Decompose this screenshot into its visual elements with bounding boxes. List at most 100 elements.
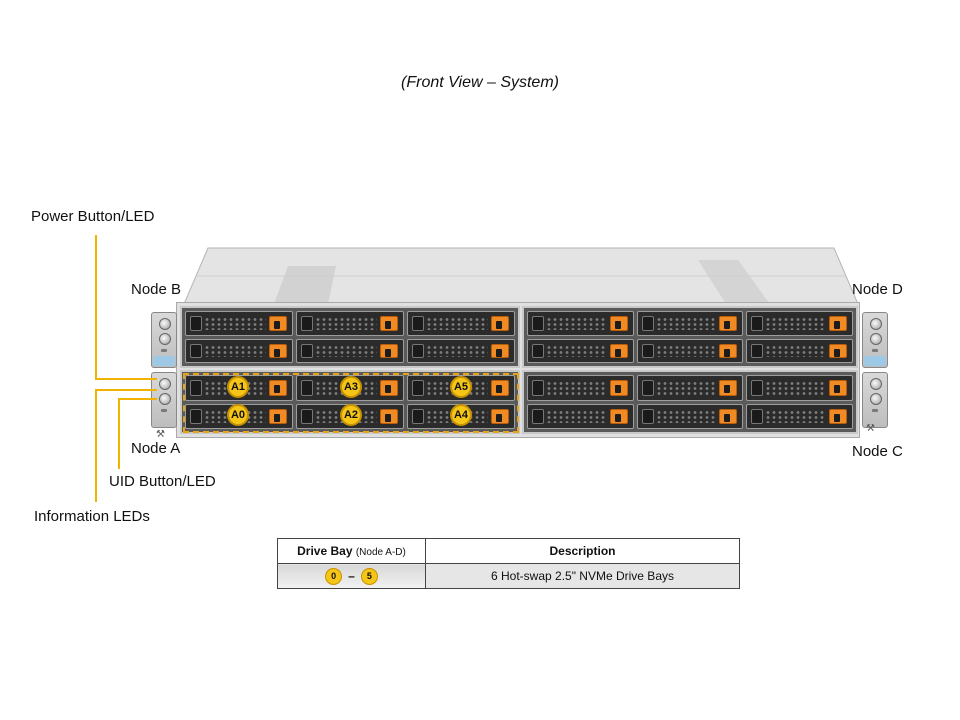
figure-caption: (Front View – System) [401, 74, 559, 91]
tray-grip [751, 408, 764, 424]
tray-latch[interactable] [491, 343, 509, 358]
power-button-node-d[interactable] [870, 318, 882, 330]
node-b-drive-cage [180, 306, 520, 368]
power-button-node-b[interactable] [159, 318, 171, 330]
tray-latch[interactable] [380, 343, 398, 358]
tray-latch[interactable] [719, 408, 738, 424]
tray-latch[interactable] [269, 380, 287, 396]
label-information-leds: Information LEDs [34, 508, 150, 525]
tray-grip [190, 343, 202, 358]
drive-bay-table: Drive Bay (Node A-D) Description 0–5 6 H… [277, 538, 740, 589]
tray-grip [301, 343, 313, 358]
tray-latch[interactable] [380, 408, 398, 424]
tray-latch[interactable] [609, 380, 628, 396]
node-c-drive-cage [522, 370, 858, 434]
drive-tray[interactable] [746, 311, 853, 336]
drive-tray[interactable] [185, 311, 293, 336]
drive-tray[interactable] [527, 403, 634, 429]
tray-vent [655, 317, 717, 330]
tray-grip [641, 408, 654, 424]
rack-ear-logo-right [864, 356, 886, 366]
bay-tag-a1: A1 [227, 376, 249, 398]
drive-tray[interactable] [746, 375, 853, 401]
tray-latch[interactable] [719, 343, 738, 358]
header-drive-bay-text: Drive Bay [297, 544, 353, 558]
tray-vent [765, 409, 826, 423]
tray-latch[interactable] [269, 408, 287, 424]
tray-latch[interactable] [719, 380, 738, 396]
header-drive-bay: Drive Bay (Node A-D) [277, 538, 426, 564]
drive-tray[interactable] [185, 338, 293, 363]
tray-latch[interactable] [609, 343, 628, 358]
drive-tray[interactable] [407, 311, 515, 336]
tray-latch[interactable] [491, 408, 509, 424]
tray-latch[interactable] [491, 316, 509, 331]
tray-vent [546, 381, 607, 395]
bay-range-separator: – [348, 569, 355, 583]
tray-vent [655, 344, 717, 357]
drive-tray[interactable] [636, 403, 744, 429]
tray-latch[interactable] [828, 380, 847, 396]
chassis-lid [178, 246, 864, 306]
uid-button-node-d[interactable] [870, 333, 882, 345]
tray-vent [426, 317, 488, 330]
table-header-row: Drive Bay (Node A-D) Description [277, 538, 740, 564]
power-button-node-c[interactable] [870, 378, 882, 390]
tray-grip [641, 380, 654, 396]
tray-latch[interactable] [609, 408, 628, 424]
tray-latch[interactable] [609, 316, 628, 331]
info-led-node-d [872, 349, 878, 352]
drive-tray[interactable] [296, 311, 404, 336]
tray-vent [546, 409, 607, 423]
drive-tray[interactable] [527, 338, 634, 363]
drive-tray[interactable] [636, 375, 744, 401]
label-node-d: Node D [852, 281, 903, 298]
drive-tray-a5[interactable] [407, 375, 515, 401]
drive-tray[interactable] [636, 311, 744, 336]
tray-latch[interactable] [269, 343, 287, 358]
drive-tray[interactable] [746, 403, 853, 429]
tray-vent [315, 344, 377, 357]
tray-latch[interactable] [828, 408, 847, 424]
tray-vent [655, 409, 717, 423]
tray-latch[interactable] [719, 316, 738, 331]
bay-tag-a3: A3 [340, 376, 362, 398]
tray-latch[interactable] [380, 316, 398, 331]
tray-vent [655, 381, 717, 395]
uid-button-node-c[interactable] [870, 393, 882, 405]
tray-latch[interactable] [269, 316, 287, 331]
label-node-a: Node A [131, 440, 181, 457]
tray-latch[interactable] [828, 343, 847, 358]
drive-tray[interactable] [746, 338, 853, 363]
power-button-node-a[interactable] [159, 378, 171, 390]
uid-button-node-a[interactable] [159, 393, 171, 405]
label-node-b: Node B [131, 281, 182, 298]
label-uid-button-led: UID Button/LED [109, 473, 216, 490]
tray-grip [751, 343, 764, 358]
drive-tray[interactable] [527, 311, 634, 336]
tray-vent [765, 317, 826, 330]
node-d-drive-cage [522, 306, 858, 368]
tray-grip [532, 380, 544, 396]
leader-uid [118, 399, 120, 469]
ground-icon-right: ⚒ [866, 423, 875, 434]
drive-tray[interactable] [636, 338, 744, 363]
tray-vent [315, 317, 377, 330]
tray-grip [190, 380, 202, 396]
drive-tray[interactable] [296, 338, 404, 363]
tray-grip [412, 343, 424, 358]
tray-grip [751, 380, 764, 396]
tray-latch[interactable] [491, 380, 509, 396]
tray-grip [532, 408, 544, 424]
node-a-highlight [183, 373, 519, 433]
table-row: 0–5 6 Hot-swap 2.5" NVMe Drive Bays [277, 563, 740, 589]
tray-vent [546, 344, 607, 357]
drive-tray[interactable] [527, 375, 634, 401]
tray-grip [190, 316, 202, 331]
tray-latch[interactable] [828, 316, 847, 331]
uid-button-node-b[interactable] [159, 333, 171, 345]
tray-grip [641, 343, 654, 358]
tray-latch[interactable] [380, 380, 398, 396]
drive-tray[interactable] [407, 338, 515, 363]
rack-ear-node-a [151, 372, 177, 428]
